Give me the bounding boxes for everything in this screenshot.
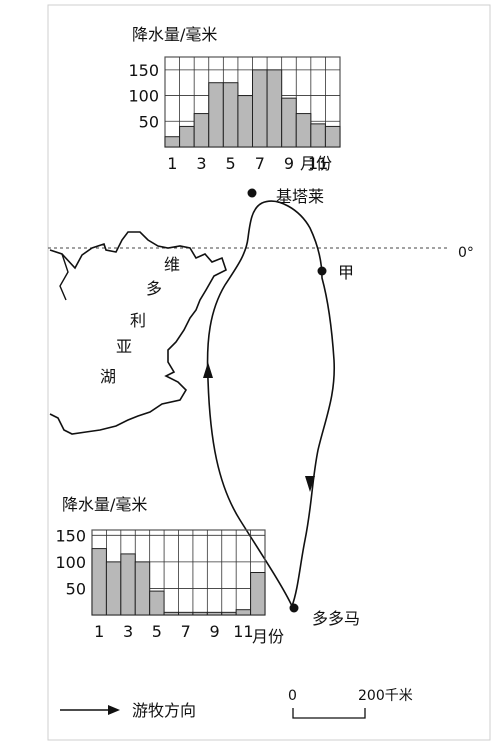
chart-y-tick-label: 50 bbox=[139, 112, 159, 131]
chart-title: 降水量/毫米 bbox=[62, 495, 147, 514]
chart-bar-month-1 bbox=[91, 548, 107, 616]
chart-x-tick-label: 11 bbox=[308, 154, 328, 173]
chart-y-tick-label: 50 bbox=[66, 579, 86, 598]
equator-label: 0° bbox=[458, 245, 474, 261]
chart-bar-month-5 bbox=[149, 590, 165, 616]
chart-bars bbox=[91, 548, 266, 616]
place-label-dodoma: 多多马 bbox=[312, 609, 360, 628]
place-dot-dodoma bbox=[289, 603, 299, 613]
chart-x-tick-label: 3 bbox=[123, 622, 133, 641]
chart-x-tick-label: 7 bbox=[255, 154, 265, 173]
scale-zero-label: 0 bbox=[288, 688, 297, 704]
chart-bar-month-2 bbox=[105, 561, 122, 616]
legend-label: 游牧方向 bbox=[132, 701, 196, 720]
chart-x-label: 月份 bbox=[252, 627, 284, 646]
chart-bar-month-11 bbox=[235, 609, 252, 616]
chart-bar-month-4 bbox=[134, 561, 151, 616]
chart-x-label: 月份 bbox=[300, 154, 332, 173]
place-dot-jia bbox=[317, 266, 327, 276]
chart-x-tick-label: 5 bbox=[226, 154, 236, 173]
chart-y-tick-label: 100 bbox=[128, 87, 159, 106]
chart-bar-month-12 bbox=[324, 125, 341, 148]
chart-x-tick-label: 7 bbox=[181, 622, 191, 641]
chart-x-tick-label: 9 bbox=[209, 622, 219, 641]
chart-y-tick-label: 150 bbox=[55, 526, 86, 545]
chart-bar-month-5 bbox=[222, 82, 239, 148]
chart-y-tick-label: 150 bbox=[128, 61, 159, 80]
lake-label-char: 亚 bbox=[116, 337, 132, 356]
chart-title: 降水量/毫米 bbox=[132, 25, 217, 44]
chart-bar-month-4 bbox=[208, 82, 224, 148]
chart-x-tick-label: 9 bbox=[284, 154, 294, 173]
lake-label-char: 利 bbox=[130, 311, 146, 330]
chart-bar-month-10 bbox=[221, 611, 237, 616]
route-arrow-north bbox=[203, 362, 213, 378]
chart-y-ticks: 50 100 150 bbox=[128, 61, 159, 131]
chart-bar-month-2 bbox=[179, 125, 195, 148]
place-dot-kitale bbox=[247, 188, 257, 198]
shoreline-inlet bbox=[59, 253, 69, 301]
chart-y-tick-label: 100 bbox=[55, 553, 86, 572]
place-label-jia: 甲 bbox=[338, 263, 354, 282]
chart-y-ticks: 50 100 150 bbox=[55, 526, 86, 598]
chart-bar-month-9 bbox=[206, 611, 223, 616]
scale-bar bbox=[292, 708, 366, 719]
chart-x-tick-label: 1 bbox=[167, 154, 177, 173]
chart-bars bbox=[164, 69, 341, 148]
map-border bbox=[47, 4, 491, 741]
migration-route bbox=[206, 200, 336, 607]
lake-label-char: 多 bbox=[146, 279, 162, 298]
chart-bar-month-10 bbox=[295, 113, 312, 148]
chart-bar-month-11 bbox=[310, 123, 326, 148]
chart-bar-month-12 bbox=[250, 572, 266, 616]
place-label-kitale: 基塔莱 bbox=[276, 187, 324, 206]
legend-arrow-head bbox=[108, 705, 120, 715]
route-arrow-south bbox=[305, 476, 315, 492]
lake-label-char: 湖 bbox=[100, 367, 116, 386]
chart-bar-month-3 bbox=[120, 553, 136, 616]
chart-bar-month-3 bbox=[193, 113, 210, 148]
chart-bar-month-7 bbox=[252, 69, 268, 148]
chart-x-tick-label: 1 bbox=[94, 622, 104, 641]
chart-bar-month-1 bbox=[164, 136, 181, 148]
chart-bar-month-6 bbox=[237, 95, 254, 148]
lake-label-char: 维 bbox=[164, 255, 180, 274]
scale-distance-label: 200千米 bbox=[358, 688, 413, 704]
chart-x-tick-label: 11 bbox=[233, 622, 253, 641]
chart-bar-month-9 bbox=[281, 97, 297, 148]
chart-x-tick-label: 5 bbox=[152, 622, 162, 641]
chart-bar-month-8 bbox=[266, 69, 283, 148]
lake-victoria-shoreline bbox=[49, 231, 227, 435]
chart-bar-month-7 bbox=[178, 611, 194, 616]
chart-x-tick-label: 3 bbox=[196, 154, 206, 173]
chart-bar-month-6 bbox=[163, 611, 179, 616]
chart-bar-month-8 bbox=[192, 611, 208, 616]
